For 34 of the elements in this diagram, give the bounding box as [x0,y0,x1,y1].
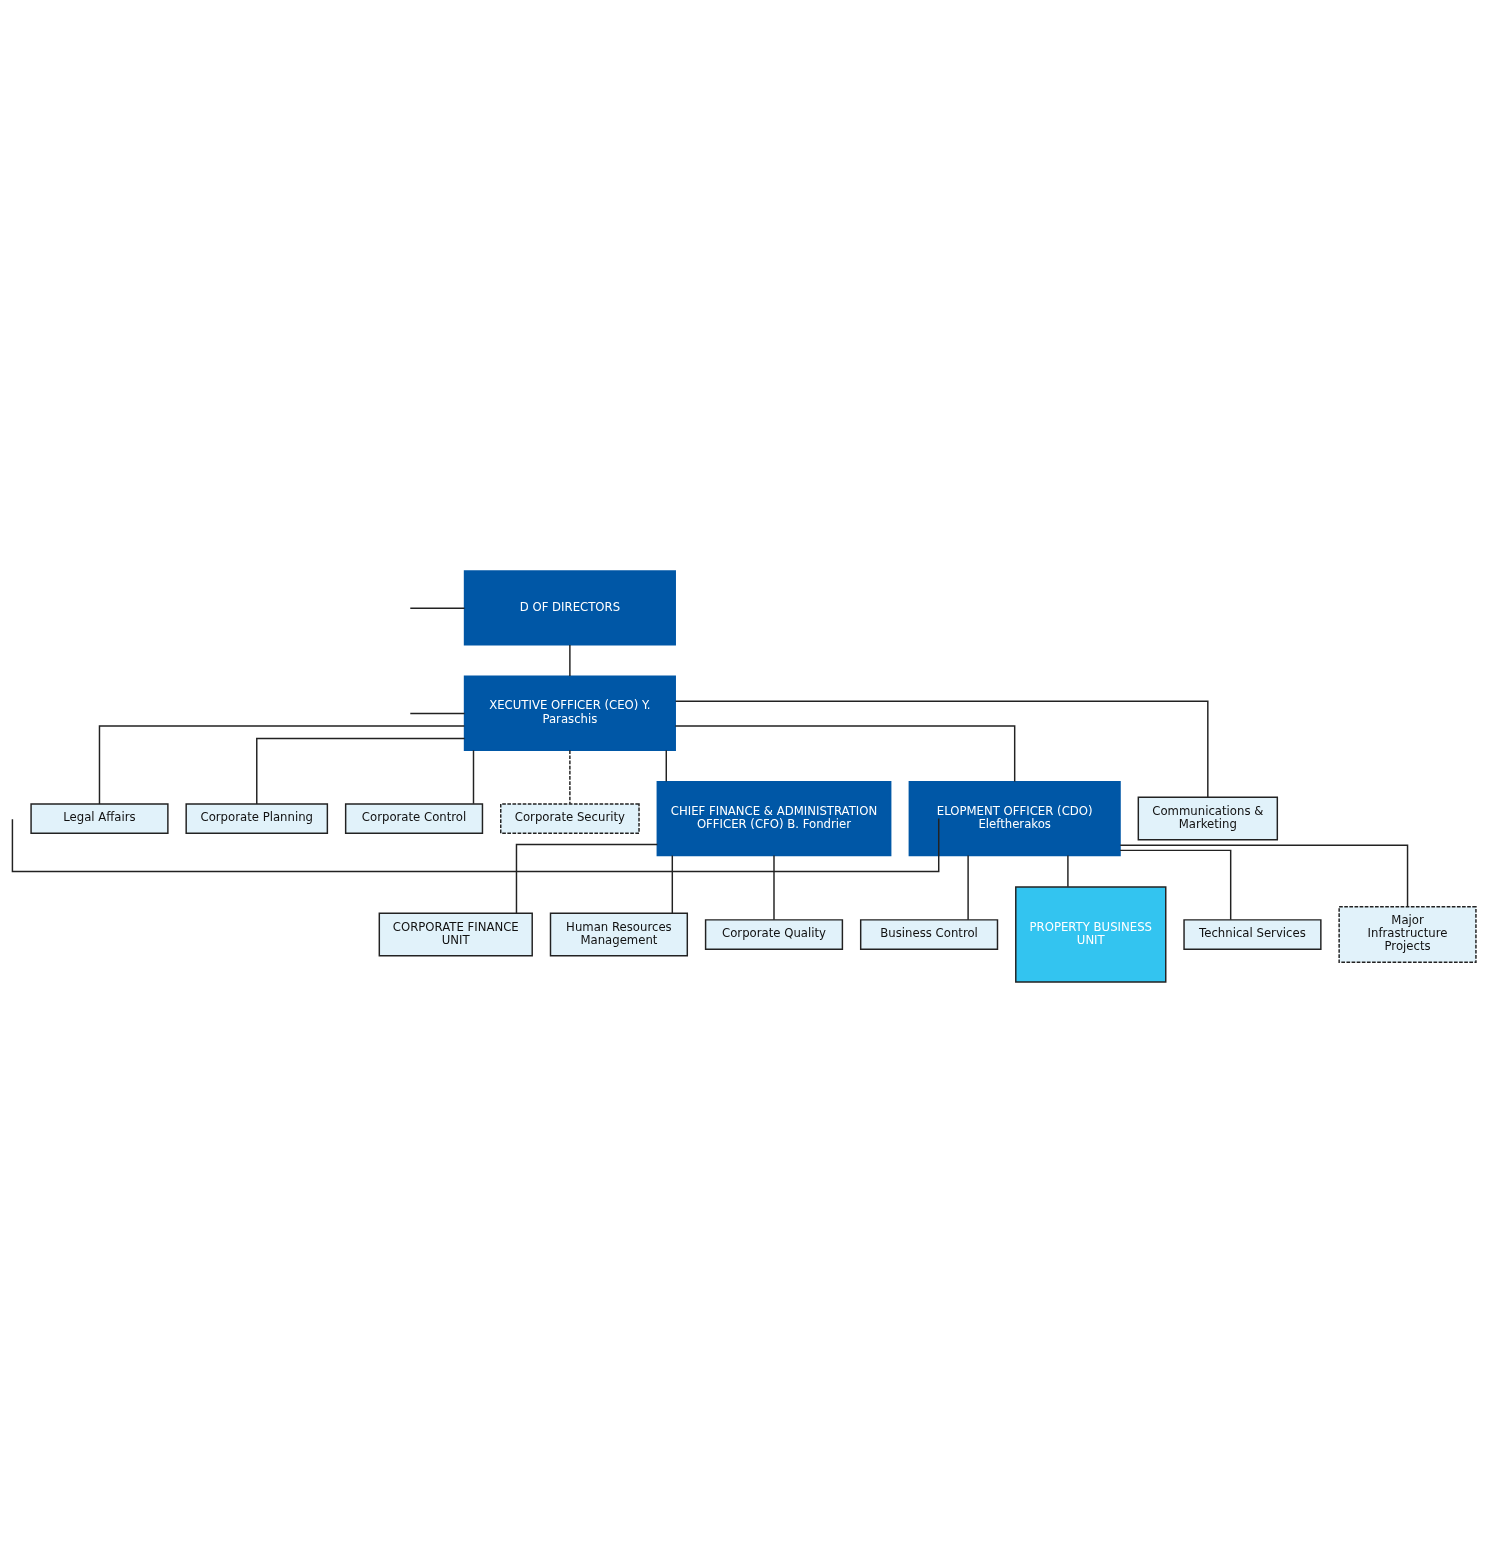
node-box: XECUTIVE OFFICER (CEO) Y. Paraschis [463,675,676,751]
connector [569,749,571,805]
node-box: Technical Services [1183,919,1322,950]
connector [409,712,466,715]
connector [674,700,1209,799]
connector [665,749,667,783]
node-box: D OF DIRECTORS [463,570,676,646]
connector [967,854,969,921]
connector [98,725,466,805]
node-box: PROPERTY BUSINESS UNIT [1015,886,1167,983]
connector [472,749,475,805]
node-box: CHIEF FINANCE & ADMINISTRATION OFFICER (CFO) B. Fondrier [656,780,892,857]
node-box: Communications & Marketing [1137,796,1279,841]
connector [1067,854,1069,888]
node-box: Business Control [859,919,999,950]
connector [674,725,1016,783]
connector [409,607,466,609]
node-box: CORPORATE FINANCE UNIT [378,912,533,957]
node-box: Human Resources Management [549,912,689,957]
node-box: Corporate Planning [185,803,329,834]
connector [1119,844,1409,908]
connector [671,854,674,914]
node-box: Corporate Quality [704,919,844,950]
node-box: Major Infrastructure Projects [1338,906,1477,964]
connector [773,854,775,921]
node-box: Legal Affairs [30,803,169,834]
connector [256,737,466,805]
connector [569,644,571,677]
connector [11,817,940,873]
connector [515,843,658,914]
node-box: Corporate Control [344,803,484,834]
node-box: Corporate Security [500,803,640,834]
connector [1119,849,1232,921]
node-box: ELOPMENT OFFICER (CDO) Eleftherakos [908,780,1121,857]
